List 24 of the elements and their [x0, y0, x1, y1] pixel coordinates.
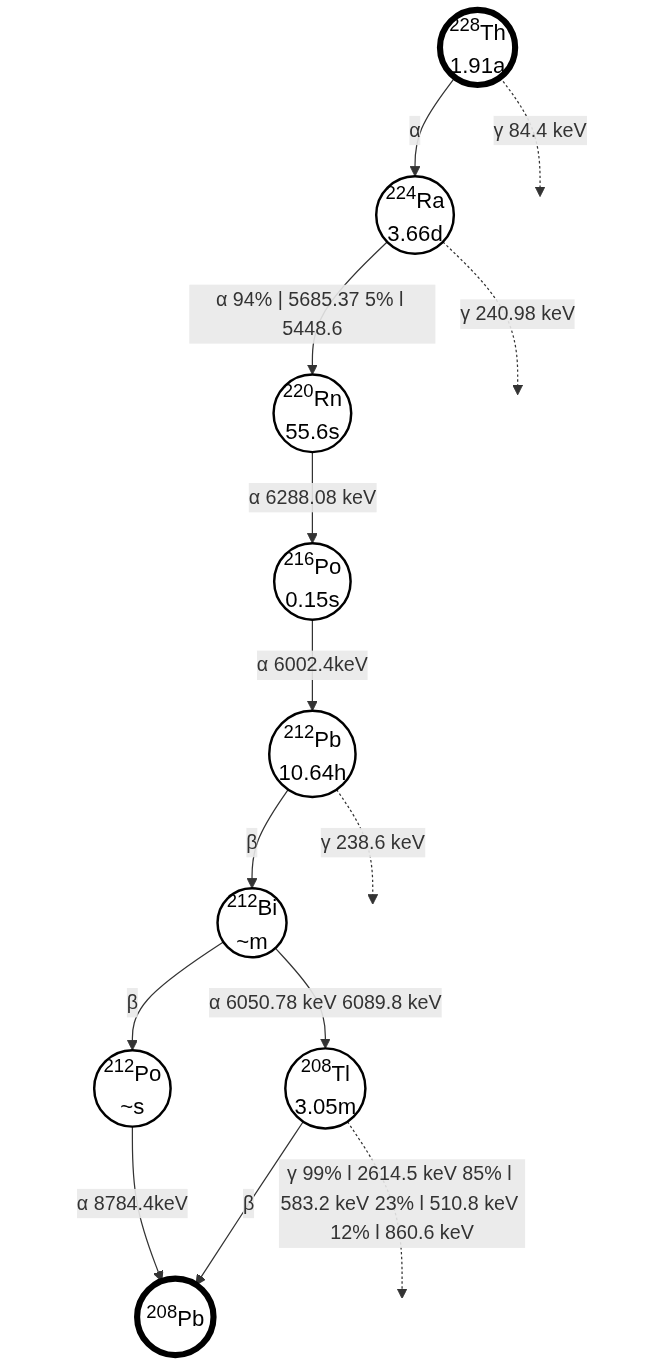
edge-label: β: [246, 831, 258, 853]
edge-label: β: [243, 1192, 255, 1214]
edge-label: α 94% | 5685.37 5% l 5448.6: [216, 288, 404, 339]
node-circle: $^{212}$Pb 10.64h: [268, 709, 358, 799]
edge-label: α 6288.08 keV: [248, 486, 377, 508]
node-circle: $^{212}$Bi ~m: [216, 887, 289, 959]
arrow: [246, 789, 289, 889]
edge-label: γ 84.4 keV: [493, 119, 587, 141]
arrow: [195, 1121, 305, 1286]
edge-label: β: [126, 991, 139, 1013]
edge-label: α 6050.78 keV 6089.8 keV: [209, 991, 442, 1013]
node-circle: $^{216}$Po 0.15s: [273, 542, 353, 621]
edge-label: γ 99% l 2614.5 keV 85% l 583.2 keV 23% l 510.8 keV 12% l 860.6 keV: [280, 1162, 519, 1243]
node-circle: $^{224}$Ra 3.66d: [375, 174, 456, 256]
node-circle: $^{220}$Rn 55.6s: [272, 373, 353, 454]
node-circle: $^{212}$Po ~s: [93, 1048, 173, 1128]
edge-label: γ 240.98 keV: [460, 303, 576, 324]
edge-label: α: [409, 119, 421, 141]
arrow: [127, 941, 225, 1051]
node-circle: $^{208}$Pb: [134, 1275, 217, 1359]
edge-label: γ 238.6 keV: [320, 831, 426, 853]
edge-label: α 6002.4keV: [257, 654, 369, 676]
edge-label: α 8784.4keV: [77, 1192, 189, 1214]
node-circle: $^{208}$Tl 3.05m: [284, 1047, 367, 1130]
